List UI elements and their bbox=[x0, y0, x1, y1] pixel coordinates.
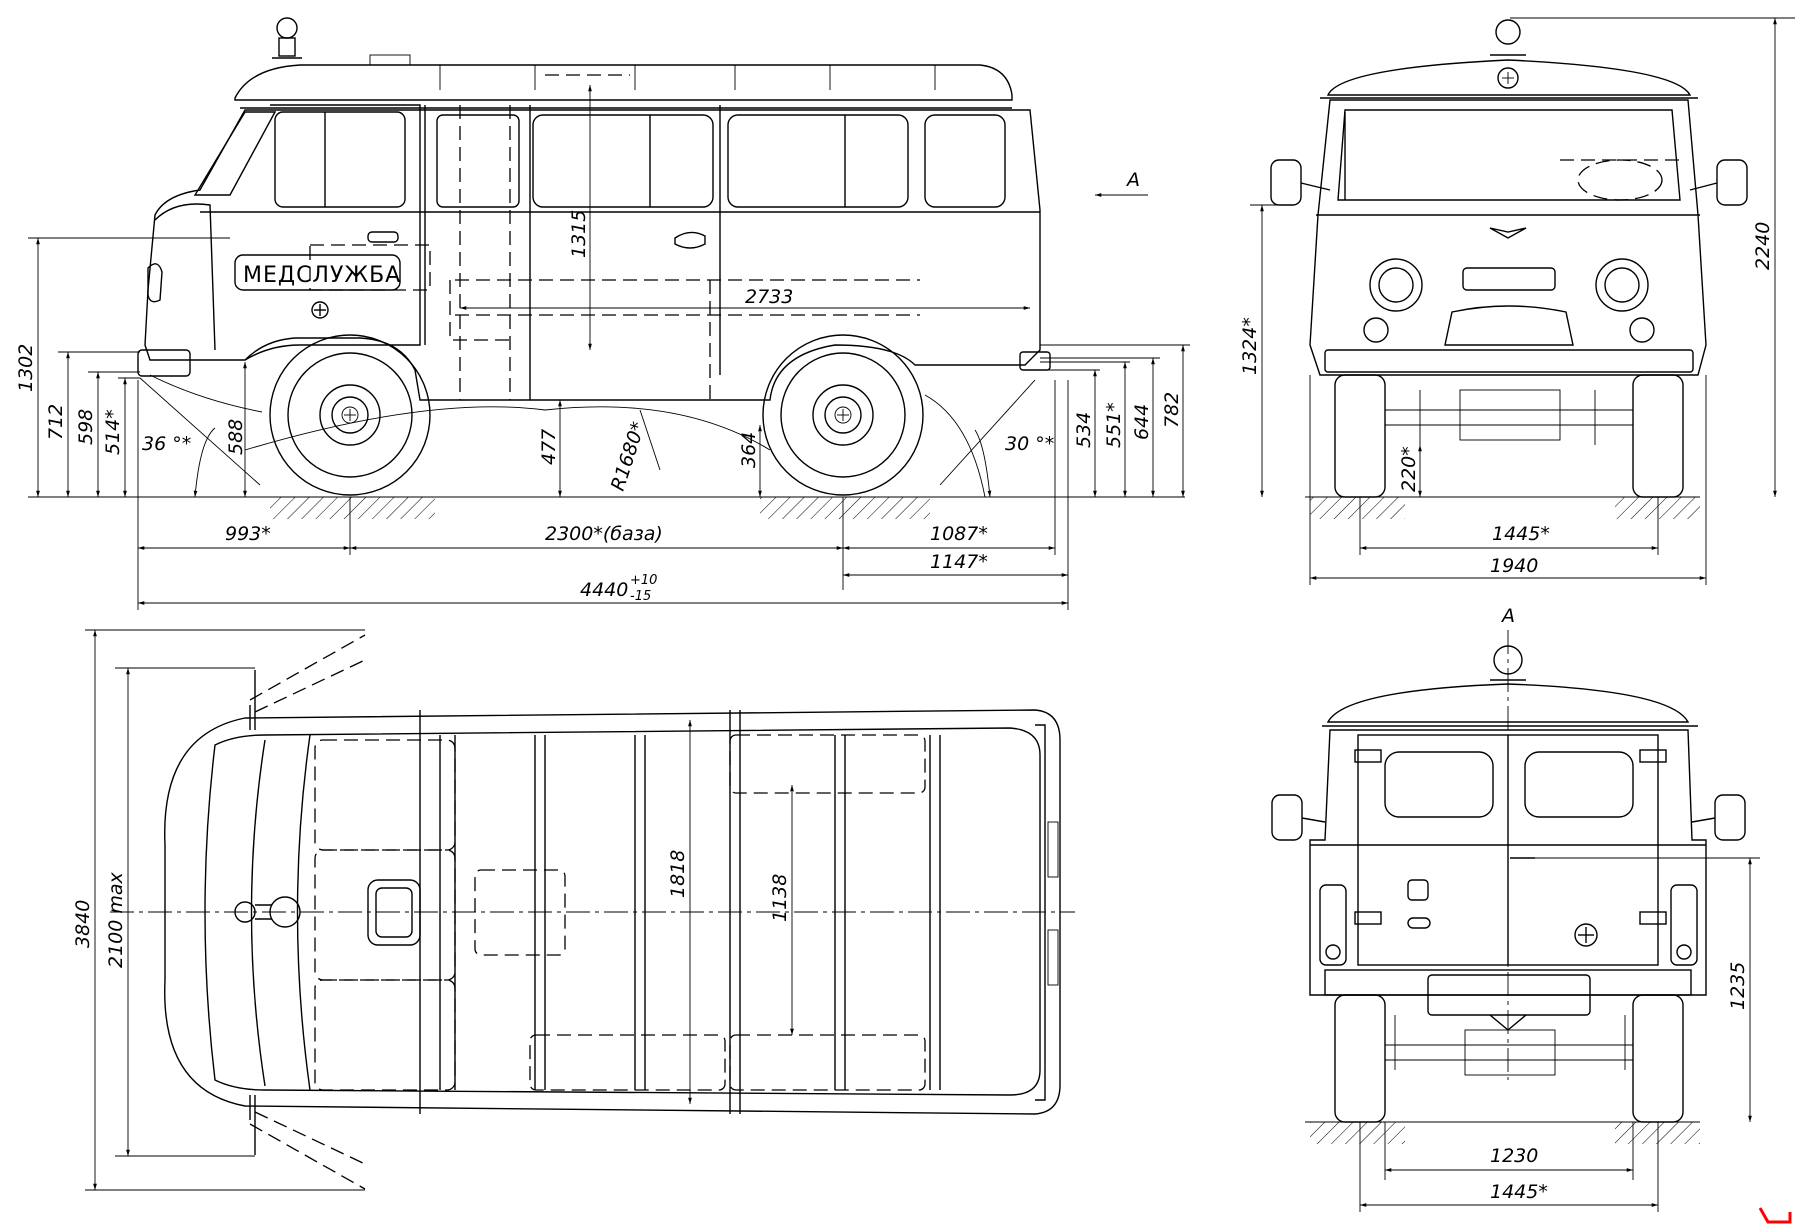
dim-1138: 1138 bbox=[769, 874, 791, 922]
dim-534: 534 bbox=[1073, 412, 1095, 448]
dim-2733: 2733 bbox=[745, 286, 793, 308]
dim-477: 477 bbox=[538, 429, 560, 465]
rear-wheel bbox=[762, 334, 924, 496]
rear-view: A bbox=[1271, 605, 1760, 1212]
dim-radius: R1680* bbox=[607, 419, 650, 493]
dim-220: 220* bbox=[1398, 446, 1420, 492]
dim-rear-track: 1445* bbox=[1490, 1181, 1548, 1203]
dim-588: 588 bbox=[225, 419, 247, 455]
beacon-icon bbox=[272, 17, 302, 59]
dim-4440: 4440 bbox=[580, 579, 628, 601]
dim-993: 993* bbox=[225, 523, 271, 545]
dim-angle-rear: 30 °* bbox=[1005, 433, 1054, 455]
red-cross-icon bbox=[311, 301, 329, 319]
rear-red-cross-icon bbox=[1574, 923, 1598, 947]
dim-2300: 2300*(база) bbox=[545, 523, 663, 545]
dim-1315: 1315 bbox=[568, 210, 590, 258]
dim-front-track: 1445* bbox=[1492, 523, 1550, 545]
dim-angle-front: 36 °* bbox=[142, 433, 191, 455]
dim-782: 782 bbox=[1161, 392, 1183, 428]
view-marker-rear: A bbox=[1500, 605, 1515, 627]
dim-1147: 1147* bbox=[930, 551, 988, 573]
top-view: 3840 2100 max 1818 1138 bbox=[72, 629, 1075, 1191]
dim-551: 551* bbox=[1103, 402, 1125, 448]
top-beacon-icon bbox=[234, 896, 301, 928]
side-view: МЕДСЛУЖБА bbox=[15, 17, 1190, 610]
dim-1087: 1087* bbox=[930, 523, 988, 545]
dim-rear-1230: 1230 bbox=[1490, 1145, 1538, 1167]
dim-4440-tol-upper: +10 bbox=[630, 573, 657, 588]
view-marker-side: A bbox=[1125, 169, 1140, 191]
front-view: 2240 1324* 220* 1445* 1940 bbox=[1239, 17, 1795, 585]
dim-front-width: 1940 bbox=[1490, 555, 1538, 577]
dim-1818: 1818 bbox=[667, 850, 689, 898]
dim-1324: 1324* bbox=[1239, 317, 1261, 375]
dim-598: 598 bbox=[75, 409, 97, 445]
front-beacon-icon bbox=[1490, 19, 1526, 89]
dim-712: 712 bbox=[45, 404, 67, 440]
dim-1302: 1302 bbox=[15, 344, 37, 392]
dim-364: 364 bbox=[738, 432, 760, 468]
dim-4440-tol-lower: -15 bbox=[630, 589, 651, 604]
dim-2240: 2240 bbox=[1752, 222, 1774, 270]
dim-514: 514* bbox=[102, 409, 124, 455]
dim-2100max: 2100 max bbox=[105, 871, 127, 968]
body-label-text: МЕДСЛУЖБА bbox=[243, 263, 401, 288]
dim-644: 644 bbox=[1131, 404, 1153, 440]
front-wheel bbox=[269, 334, 431, 496]
dim-3840: 3840 bbox=[72, 900, 94, 948]
corner-mark-icon bbox=[1758, 1207, 1792, 1224]
dim-1235: 1235 bbox=[1727, 962, 1749, 1010]
